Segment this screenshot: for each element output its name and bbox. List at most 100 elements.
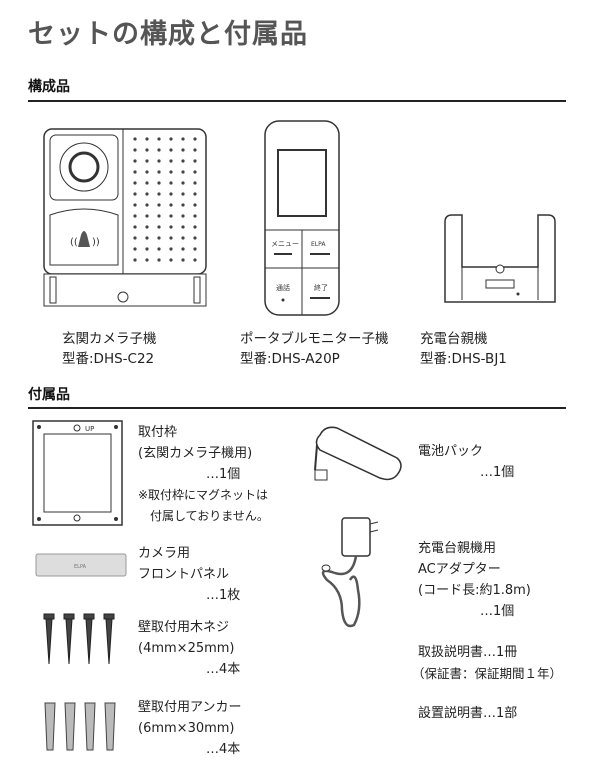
speaker-hole — [157, 214, 161, 218]
speaker-hole — [169, 236, 173, 240]
speaker-hole — [169, 181, 173, 185]
svg-text:((: (( — [70, 237, 78, 248]
speaker-hole — [169, 170, 173, 174]
manual-name: 取扱説明書…1冊 — [418, 645, 518, 660]
speaker-hole — [157, 258, 161, 262]
speaker-hole — [133, 170, 137, 174]
speaker-hole — [181, 247, 185, 251]
speaker-hole — [193, 192, 197, 196]
speaker-hole — [169, 225, 173, 229]
accessories-heading: 付属品 — [28, 387, 70, 403]
speaker-hole — [169, 203, 173, 207]
speaker-hole — [181, 148, 185, 152]
speaker-hole — [157, 225, 161, 229]
speaker-hole — [157, 247, 161, 251]
battery-name: 電池パック — [418, 444, 484, 459]
speaker-hole — [133, 192, 137, 196]
install-guide-name: 設置説明書…1部 — [418, 706, 518, 721]
speaker-hole — [193, 247, 197, 251]
frame-name: 取付枠 — [138, 425, 178, 440]
speaker-hole — [157, 159, 161, 163]
adapter-name: 充電台親機用 — [418, 541, 497, 556]
speaker-hole — [145, 258, 149, 262]
speaker-hole — [181, 225, 185, 229]
speaker-hole — [169, 148, 173, 152]
speaker-hole — [193, 148, 197, 152]
panel-qty: …1枚 — [206, 588, 241, 603]
speaker-hole — [181, 258, 185, 262]
component-model: 型番:DHS-BJ1 — [420, 351, 507, 367]
speaker-hole — [169, 159, 173, 163]
adapter-qty: …1個 — [480, 604, 515, 619]
screws-name: 壁取付用木ネジ — [138, 620, 230, 635]
battery-pack-illustration — [314, 426, 402, 481]
speaker-hole — [133, 258, 137, 262]
warranty-note: （保証書：保証期間１年） — [412, 666, 563, 681]
speaker-hole — [145, 236, 149, 240]
speaker-hole — [157, 236, 161, 240]
components-heading: 構成品 — [28, 79, 70, 95]
panel-name: カメラ用 — [138, 546, 191, 561]
speaker-hole — [145, 225, 149, 229]
component-model: 型番:DHS-C22 — [62, 351, 155, 367]
speaker-hole — [193, 214, 197, 218]
speaker-hole — [193, 236, 197, 240]
speaker-hole — [169, 214, 173, 218]
speaker-hole — [133, 181, 137, 185]
speaker-hole — [133, 225, 137, 229]
speaker-hole — [145, 137, 149, 141]
speaker-hole — [133, 236, 137, 240]
speaker-hole — [181, 159, 185, 163]
speaker-hole — [157, 181, 161, 185]
speaker-hole — [181, 181, 185, 185]
speaker-hole — [169, 258, 173, 262]
speaker-hole — [193, 137, 197, 141]
page-title: セットの構成と付属品 — [28, 19, 308, 50]
frame-note: 付属しておりません。 — [150, 509, 269, 523]
speaker-hole — [157, 192, 161, 196]
speaker-hole — [169, 192, 173, 196]
speaker-hole — [145, 192, 149, 196]
divider — [28, 100, 566, 102]
mounting-frame-illustration: UP — [32, 420, 123, 526]
svg-text:)): )) — [92, 237, 100, 248]
screws-qty: …4本 — [206, 662, 241, 677]
frame-sub: (玄関カメラ子機用) — [138, 446, 253, 461]
speaker-hole — [145, 214, 149, 218]
speaker-hole — [181, 236, 185, 240]
speaker-hole — [181, 170, 185, 174]
talk-button-label: 通話 — [276, 283, 290, 292]
frame-qty: …1個 — [206, 467, 241, 482]
svg-text:ELPA: ELPA — [74, 564, 87, 570]
battery-qty: …1個 — [480, 465, 515, 480]
speaker-hole — [193, 170, 197, 174]
component-name: ポータブルモニター子機 — [240, 331, 389, 347]
adapter-cord: (コード長:約1.8m) — [418, 583, 531, 598]
end-button-label: 終了 — [314, 283, 328, 292]
speaker-hole — [145, 247, 149, 251]
speaker-hole — [133, 247, 137, 251]
frame-note: ※取付枠にマグネットは — [138, 488, 269, 502]
portable-monitor-illustration: メニュー ELPA 通話 終了 — [264, 120, 340, 316]
component-name: 玄関カメラ子機 — [62, 331, 157, 347]
ac-adapter-illustration — [321, 517, 379, 628]
screws-sub: (4mm×25mm) — [138, 641, 235, 656]
component-model: 型番:DHS-A20P — [240, 351, 340, 367]
speaker-hole — [169, 137, 173, 141]
speaker-hole — [169, 247, 173, 251]
divider — [28, 407, 566, 409]
speaker-hole — [181, 192, 185, 196]
front-panel-illustration: ELPA — [35, 553, 127, 577]
speaker-hole — [145, 159, 149, 163]
adapter-sub: ACアダプター — [418, 562, 501, 577]
anchors-qty: …4本 — [206, 742, 241, 757]
anchors-sub: (6mm×30mm) — [138, 721, 235, 736]
speaker-hole — [133, 148, 137, 152]
speaker-hole — [133, 214, 137, 218]
anchors-name: 壁取付用アンカー — [138, 700, 242, 715]
speaker-hole — [133, 137, 137, 141]
up-label: UP — [85, 425, 94, 433]
speaker-hole — [181, 214, 185, 218]
speaker-hole — [181, 137, 185, 141]
